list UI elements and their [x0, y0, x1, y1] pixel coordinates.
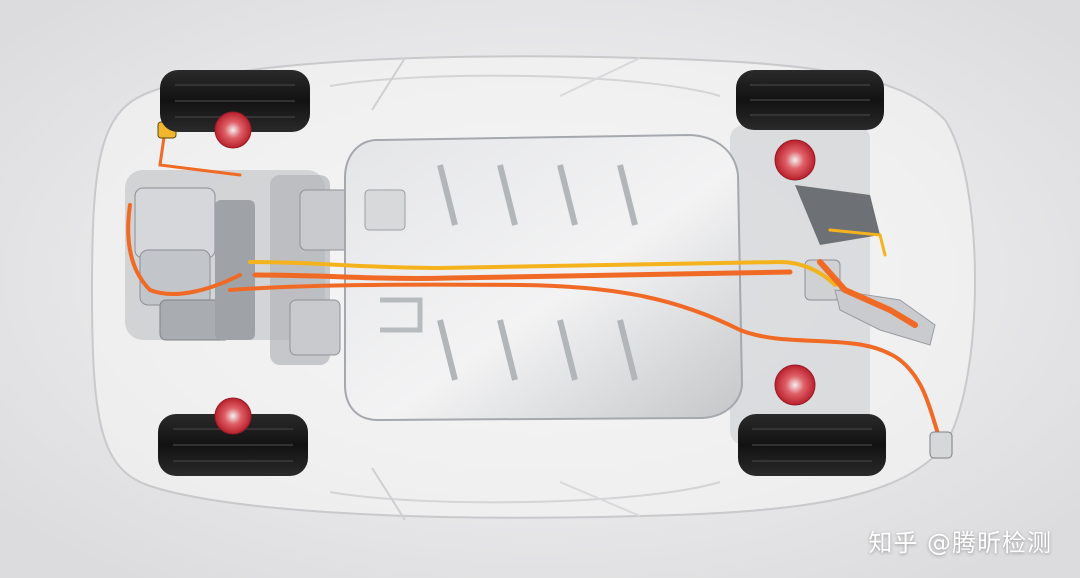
- watermark: 知乎 @腾昕检测: [868, 529, 1052, 557]
- high-voltage-cables: [126, 128, 942, 442]
- tires: [158, 70, 886, 476]
- brake-discs: [214, 111, 816, 435]
- front-drive-unit: [125, 170, 351, 365]
- charge-port: [929, 431, 953, 459]
